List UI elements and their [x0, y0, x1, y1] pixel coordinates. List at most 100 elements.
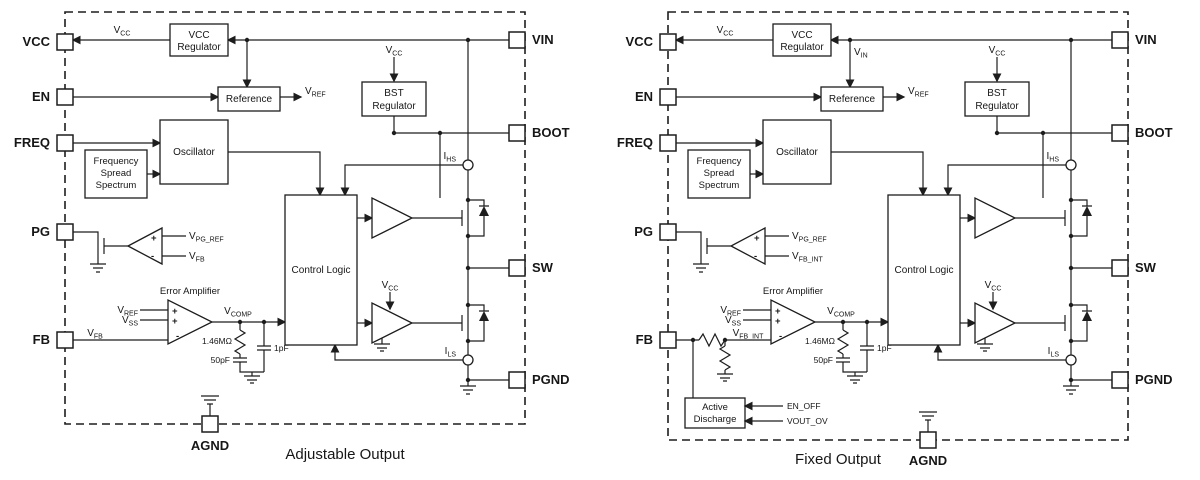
pg-comparator-fb-label: VFB — [189, 251, 205, 264]
vfb-signal-label: VFB — [87, 328, 103, 341]
pin-vin — [508, 31, 526, 49]
reference-block — [217, 86, 281, 112]
ils-current-sense-icon — [462, 354, 474, 366]
core-circuit: VCC EN FREQ PG FB VIN BOOT SW PGND VCC R… — [14, 23, 570, 395]
wire-power-stage-rail — [467, 40, 509, 381]
circuit-wiring — [71, 35, 509, 395]
pin-fb — [56, 331, 74, 349]
fb-series-resistor-icon — [698, 332, 726, 348]
oscillator-block — [159, 119, 229, 185]
pin-label-pgnd: PGND — [532, 372, 570, 387]
fb-divider-network — [676, 332, 771, 398]
fb-divider-resistor-icon — [718, 345, 732, 371]
diagram-adjustable-output: VCC EN FREQ PG FB VIN BOOT SW PGND VCC R… — [14, 11, 570, 463]
pin-agnd — [919, 431, 937, 449]
hs-mosfet-icon — [412, 199, 489, 237]
bst-regulator-label: Regulator — [372, 101, 416, 112]
pg-comparator-fb-int-label: VFB_INT — [792, 251, 824, 264]
minus-sign: - — [176, 331, 179, 342]
vfb-int-signal-label: VFB_INT — [733, 328, 765, 341]
pin-label-freq: FREQ — [14, 135, 50, 150]
ground-icon — [201, 395, 219, 405]
ground-icon — [90, 258, 106, 273]
control-logic-label: Control Logic — [292, 265, 351, 276]
pin-en — [56, 88, 74, 106]
pin-sw — [508, 259, 526, 277]
vcc-regulator-label: Regulator — [177, 42, 221, 53]
plus-sign: + — [151, 233, 157, 244]
ihs-current-sense-icon — [462, 159, 474, 171]
fss-label: Spectrum — [96, 180, 137, 191]
hs-gate-driver-icon — [371, 196, 414, 240]
junction-dot — [722, 337, 728, 343]
compensation-network-icon — [233, 322, 271, 373]
ground-icon — [460, 380, 476, 395]
control-logic-block — [284, 194, 358, 346]
pin-agnd — [201, 415, 219, 433]
wire-oscillator-to-logic — [228, 151, 325, 197]
pin-label-vcc: VCC — [23, 34, 51, 49]
vpg-ref-signal-label: VPG_REF — [189, 231, 224, 244]
pin-label-agnd: AGND — [191, 438, 229, 453]
pin-label-fb: FB — [33, 332, 50, 347]
ground-icon — [919, 411, 937, 421]
pin-label-vin: VIN — [532, 32, 554, 47]
fss-label: Frequency — [94, 156, 139, 167]
caption-adjustable-output: Adjustable Output — [285, 446, 405, 463]
minus-sign: - — [151, 251, 154, 262]
oscillator-label: Oscillator — [173, 147, 215, 158]
ground-icon — [374, 338, 390, 352]
fss-label: Spread — [101, 168, 132, 179]
pin-boot — [508, 124, 526, 142]
bst-regulator-block — [361, 81, 427, 117]
ls-gate-driver-icon — [371, 301, 414, 345]
pin-label-en: EN — [32, 89, 50, 104]
ground-icon — [244, 372, 260, 384]
junction-dot — [690, 337, 696, 343]
error-amplifier-icon — [167, 298, 214, 346]
bst-regulator-label: BST — [384, 88, 403, 99]
caption-fixed-output: Fixed Output — [795, 451, 882, 468]
pin-vcc — [56, 33, 74, 51]
vout-ov-signal-label: VOUT_OV — [787, 416, 828, 426]
vin-signal-label: VIN — [854, 47, 868, 60]
ils-signal-label: ILS — [445, 346, 457, 359]
diagram-fixed-output: VFB_INT VFB_INT VIN Active Discharge EN_… — [617, 11, 1173, 468]
pg-comparator-icon — [126, 226, 163, 266]
freq-spread-spectrum-block — [84, 149, 148, 199]
pin-label-boot: BOOT — [532, 125, 570, 140]
ic-boundary-dashed — [64, 11, 526, 425]
wire-fb-network — [676, 339, 771, 374]
vss-input-label: VSS — [122, 315, 138, 328]
vref-signal-label: VREF — [305, 86, 326, 99]
pg-fet-and-comparator-wires — [73, 231, 186, 258]
reference-label: Reference — [226, 94, 273, 105]
ls-mosfet-icon — [412, 304, 489, 342]
vcc-signal-label: VCC — [114, 25, 131, 38]
ground-icon — [717, 373, 733, 382]
vcc-regulator-label: VCC — [188, 30, 209, 41]
ihs-signal-label: IHS — [443, 151, 456, 164]
comp-resistor-value: 1.46MΩ — [202, 336, 232, 346]
pin-freq — [56, 134, 74, 152]
vref-input-label: VREF — [117, 305, 138, 318]
wire-ihs-sense-to-logic — [340, 164, 463, 197]
vcc-signal-label: VCC — [386, 45, 403, 58]
hs-body-diode-icon — [479, 206, 489, 216]
en-off-signal-label: EN_OFF — [787, 401, 821, 411]
comp-capacitor-value: 50pF — [211, 355, 230, 365]
active-discharge-label: Active — [702, 402, 728, 413]
pin-label-sw: SW — [532, 260, 554, 275]
ls-body-diode-icon — [479, 311, 489, 321]
pin-label-pg: PG — [31, 224, 50, 239]
plus-sign: + — [172, 316, 178, 327]
active-discharge-block — [684, 397, 746, 429]
error-amplifier-label: Error Amplifier — [160, 286, 220, 297]
vcomp-signal-label: VCOMP — [224, 306, 252, 319]
comp-resistor-icon — [233, 329, 247, 355]
wire-ils-sense-to-logic — [330, 343, 463, 361]
plus-sign: + — [172, 306, 178, 317]
wire-ea-inputs — [140, 309, 168, 321]
pin-label-agnd: AGND — [909, 453, 947, 468]
